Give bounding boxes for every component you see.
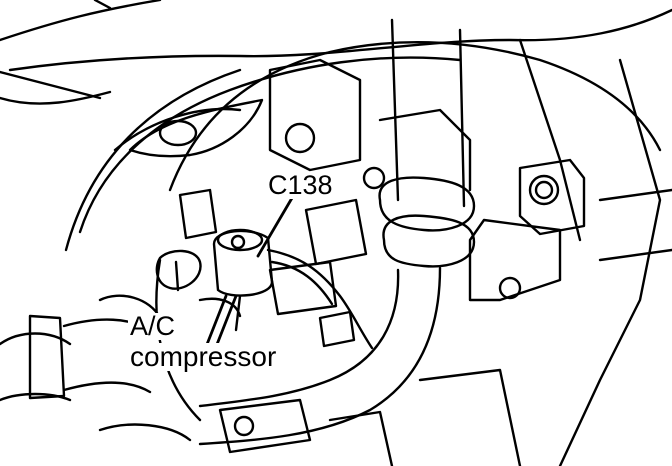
- upper-curved-tube: [64, 56, 462, 252]
- leader-lines: [202, 196, 294, 354]
- engine-block-details: [155, 58, 472, 348]
- label-compressor: compressor: [128, 341, 279, 372]
- firewall-outline: [155, 38, 662, 466]
- c138-connector: [212, 228, 374, 350]
- label-c138: C138: [266, 170, 335, 200]
- bolt-hole: [158, 119, 198, 147]
- fender-outline: [0, 0, 672, 105]
- lower-components: [98, 368, 522, 466]
- right-mount-block: [468, 158, 672, 302]
- hose-assembly: [198, 18, 476, 446]
- leaf-bracket: [128, 98, 264, 158]
- label-ac: A/C: [128, 311, 178, 341]
